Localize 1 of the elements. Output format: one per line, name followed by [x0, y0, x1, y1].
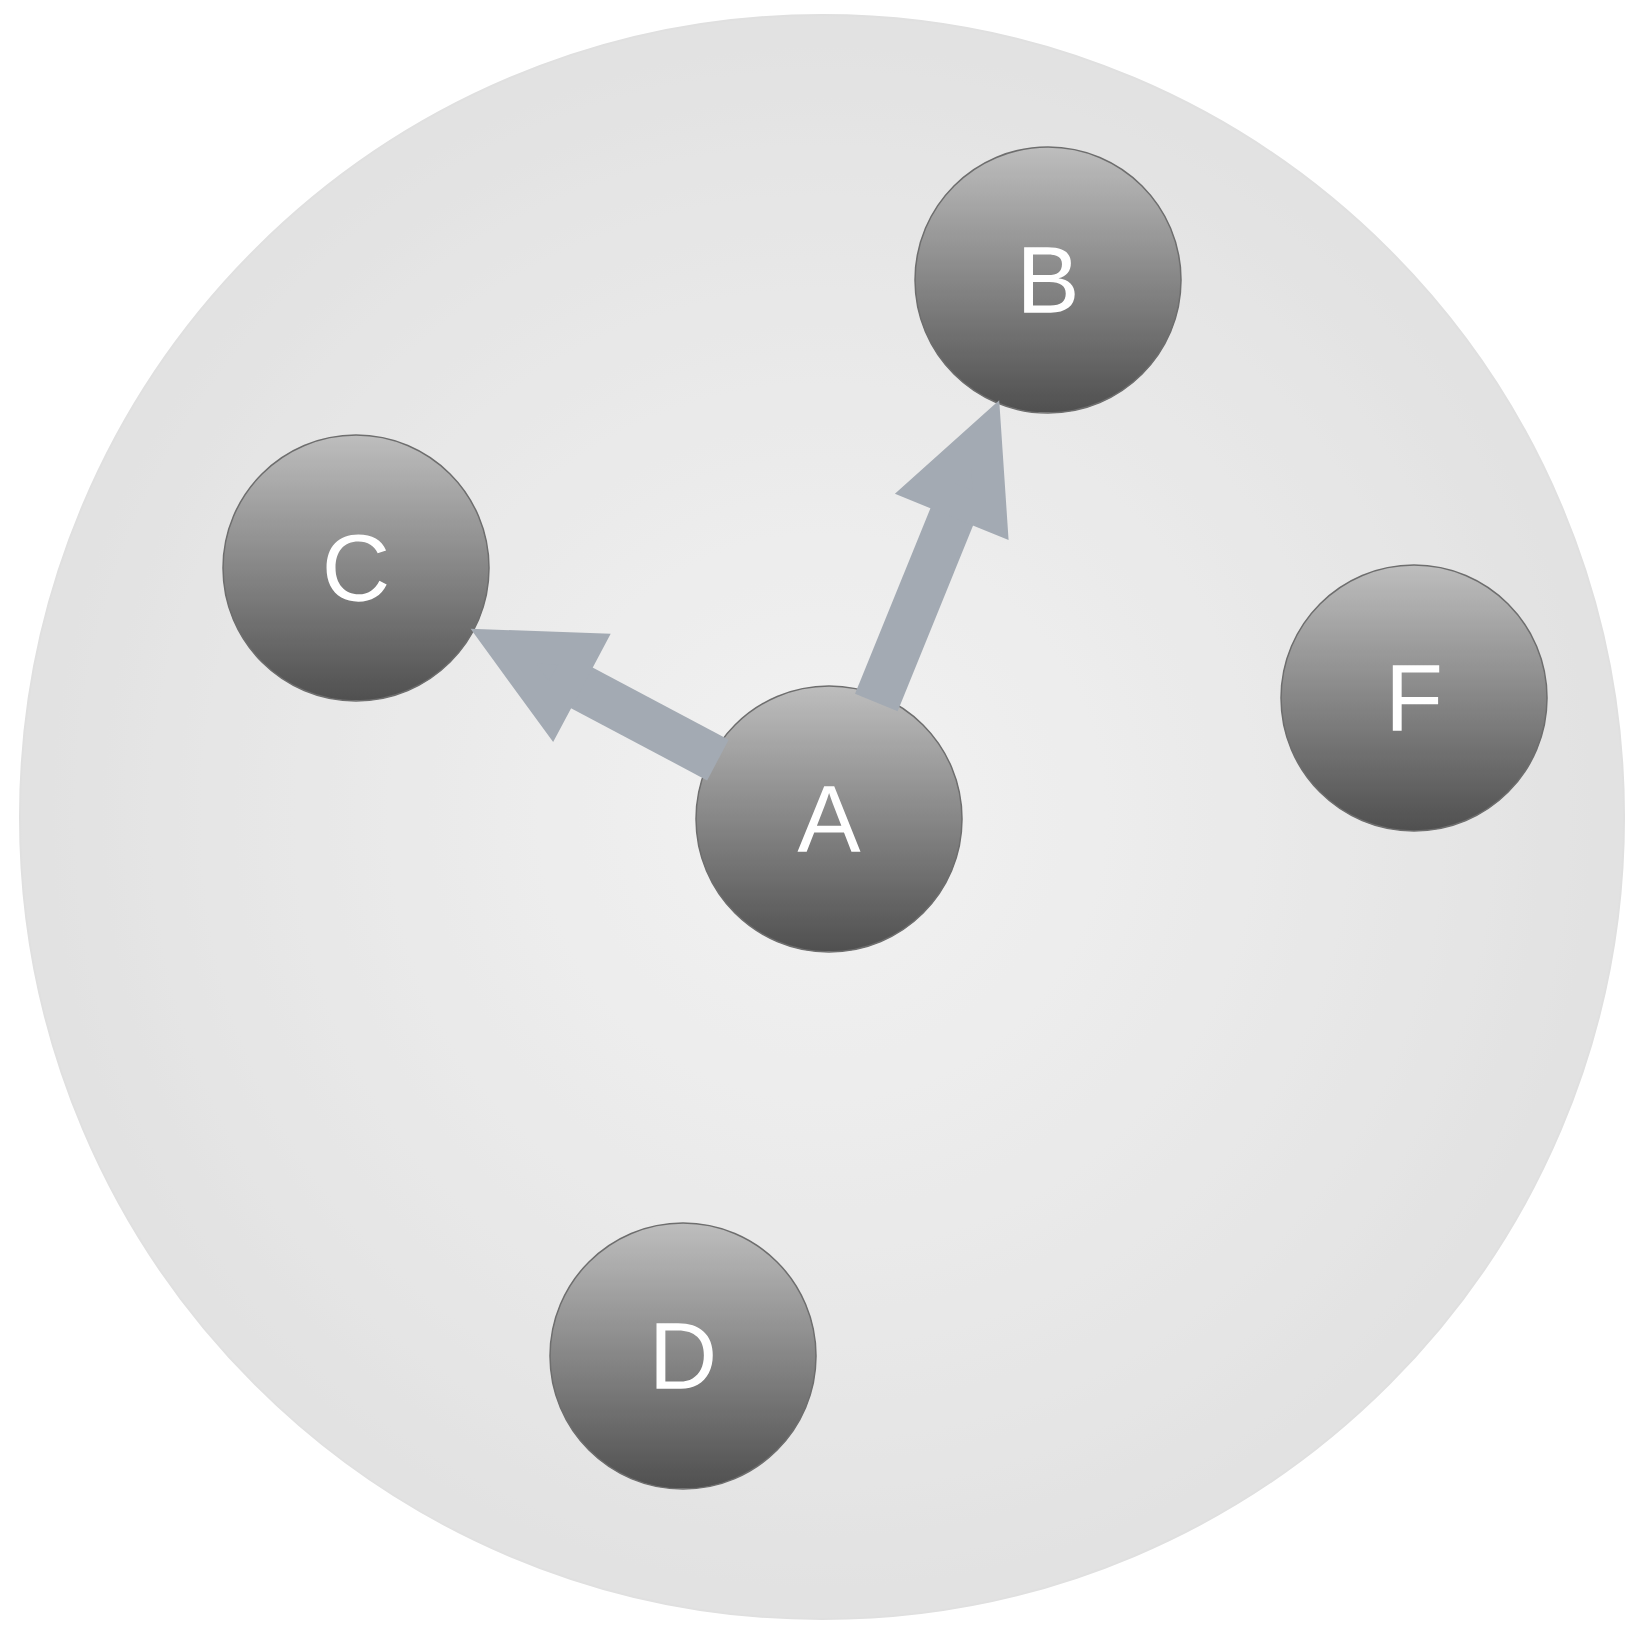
background-circle	[19, 14, 1625, 1620]
